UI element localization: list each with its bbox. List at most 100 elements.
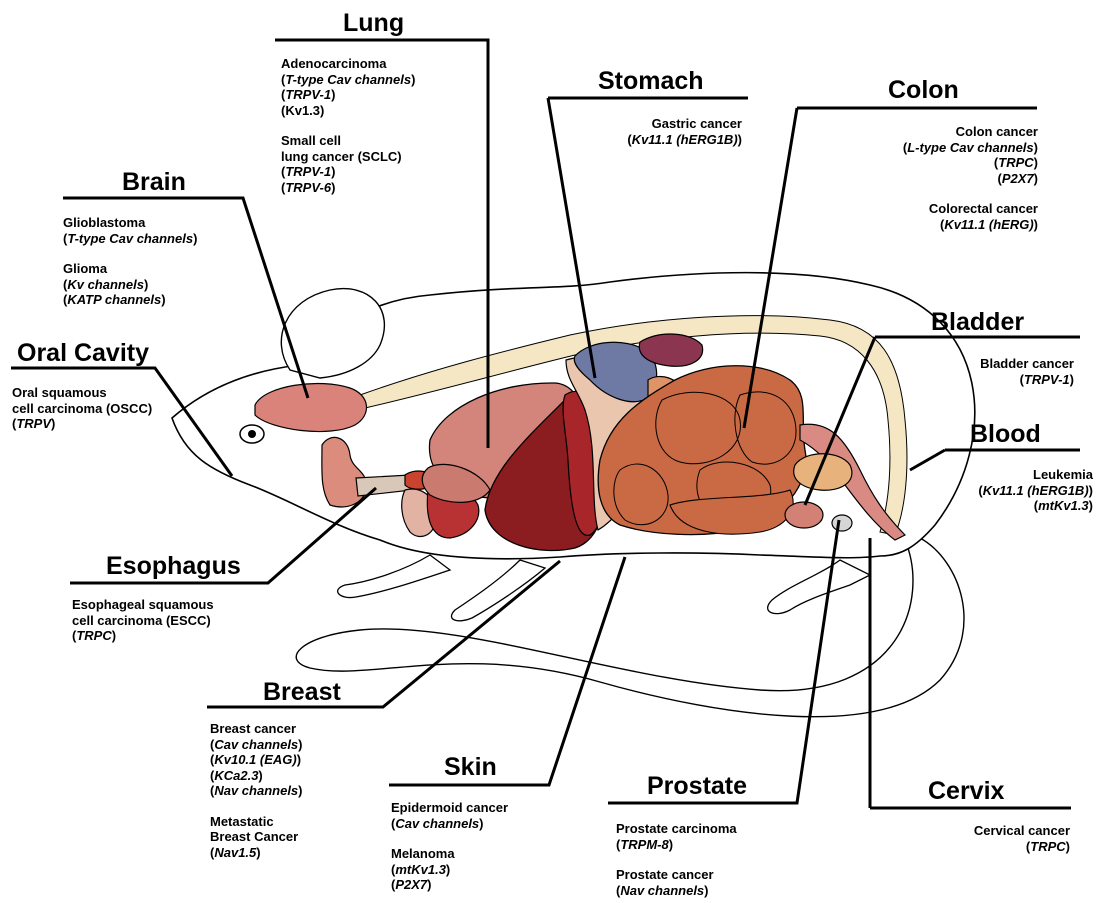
note-text: Breast cancer: [210, 721, 296, 736]
note-text: Adenocarcinoma: [281, 56, 386, 71]
note-line: Cervical cancer: [974, 823, 1070, 839]
skin-notes: Epidermoid cancer(Cav channels) Melanoma(…: [391, 800, 508, 893]
note-line: Bladder cancer: [980, 356, 1074, 372]
note-text: Glioma: [63, 261, 107, 276]
note-text: (Kv1.3): [281, 103, 324, 118]
note-text: Small cell: [281, 133, 341, 148]
note-block: MetastaticBreast Cancer(Nav1.5): [210, 814, 303, 861]
note-text: ): [1089, 498, 1093, 513]
note-block: Prostate cancer(Nav channels): [616, 867, 737, 898]
note-line: Prostate cancer: [616, 867, 737, 883]
note-line: (Kv10.1 (EAG)): [210, 752, 303, 768]
bladder-organ: [785, 502, 823, 528]
breast-title: Breast: [263, 678, 341, 706]
channel-name: Cav channels: [214, 737, 298, 752]
note-line: cell carcinoma (ESCC): [72, 613, 214, 629]
channel-name: TRPC: [1030, 839, 1065, 854]
note-block: Colorectal cancer(Kv11.1 (hERG)): [903, 201, 1038, 232]
note-block: Melanoma(mtKv1.3)(P2X7): [391, 846, 508, 893]
note-text: ): [1034, 140, 1038, 155]
note-text: ): [1070, 372, 1074, 387]
channel-name: T-type Cav channels: [67, 231, 193, 246]
channel-name: KATP channels: [67, 292, 161, 307]
note-text: cell carcinoma (OSCC): [12, 401, 152, 416]
channel-name: mtKv1.3: [1038, 498, 1089, 513]
note-line: (Kv11.1 (hERG1B)): [978, 483, 1093, 499]
note-line: cell carcinoma (OSCC): [12, 401, 152, 417]
note-line: (L-type Cav channels): [903, 140, 1038, 156]
bladder-notes: Bladder cancer(TRPV-1): [980, 356, 1074, 387]
note-line: (Kv channels): [63, 277, 197, 293]
esophagus-title: Esophagus: [106, 552, 241, 580]
note-text: ): [144, 277, 148, 292]
prostate-notes: Prostate carcinoma(TRPM-8) Prostate cance…: [616, 821, 737, 898]
brain-notes: Glioblastoma(T-type Cav channels)Glioma(…: [63, 215, 197, 308]
note-line: (TRPM-8): [616, 837, 737, 853]
note-line: (TRPC): [72, 628, 214, 644]
channel-name: TRPV: [16, 416, 51, 431]
prostate-title: Prostate: [647, 772, 747, 800]
note-block: Prostate carcinoma(TRPM-8): [616, 821, 737, 852]
note-block: Epidermoid cancer(Cav channels): [391, 800, 508, 831]
note-text: Colon cancer: [956, 124, 1038, 139]
note-text: Metastatic: [210, 814, 274, 829]
note-text: Leukemia: [1033, 467, 1093, 482]
note-text: Oral squamous: [12, 385, 107, 400]
channel-name: Nav channels: [620, 883, 704, 898]
blood-notes: Leukemia(Kv11.1 (hERG1B))(mtKv1.3): [978, 467, 1093, 514]
note-line: Glioma: [63, 261, 197, 277]
note-line: (Nav channels): [210, 783, 303, 799]
oral-cavity-title: Oral Cavity: [17, 339, 149, 367]
lung-notes: Adenocarcinoma(T-type Cav channels)(TRPV…: [281, 56, 415, 195]
cervix-title: Cervix: [928, 777, 1004, 805]
channel-name: P2X7: [1002, 171, 1034, 186]
channel-name: TRPV-1: [1024, 372, 1070, 387]
note-line: (Nav channels): [616, 883, 737, 899]
channel-name: Nav channels: [214, 783, 298, 798]
front-leg-outline: [338, 555, 450, 598]
note-text: ): [669, 837, 673, 852]
note-line: (Kv11.1 (hERG)): [903, 217, 1038, 233]
note-text: ): [1034, 171, 1038, 186]
note-text: ): [411, 72, 415, 87]
note-line: (TRPV-1): [980, 372, 1074, 388]
note-text: ): [297, 752, 301, 767]
lung-title: Lung: [343, 9, 404, 37]
note-line: (Kv1.3): [281, 103, 415, 119]
note-line: Colon cancer: [903, 124, 1038, 140]
channel-name: L-type Cav channels: [907, 140, 1033, 155]
note-line: Gastric cancer: [627, 116, 742, 132]
note-line: (T-type Cav channels): [63, 231, 197, 247]
note-text: ): [1034, 155, 1038, 170]
note-line: (TRPV): [12, 416, 152, 432]
note-line: (TRPV-1): [281, 87, 415, 103]
oral-cavity-notes: Oral squamouscell carcinoma (OSCC)(TRPV): [12, 385, 152, 432]
note-line: (TRPV-1): [281, 164, 415, 180]
channel-name: TRPV-1: [285, 87, 331, 102]
colon-title: Colon: [888, 76, 959, 104]
breast-notes: Breast cancer(Cav channels)(Kv10.1 (EAG)…: [210, 721, 303, 860]
note-text: ): [704, 883, 708, 898]
note-text: ): [298, 737, 302, 752]
channel-name: TRPM-8: [620, 837, 668, 852]
note-text: Prostate carcinoma: [616, 821, 737, 836]
note-block: Colon cancer(L-type Cav channels)(TRPC)(…: [903, 124, 1038, 186]
channel-name: Kv11.1 (hERG1B): [983, 483, 1089, 498]
prostate-callout: [608, 520, 839, 803]
note-block: Gastric cancer(Kv11.1 (hERG1B)): [627, 116, 742, 147]
note-line: Prostate carcinoma: [616, 821, 737, 837]
channel-name: Kv channels: [67, 277, 144, 292]
note-block: Glioblastoma(T-type Cav channels): [63, 215, 197, 246]
channel-name: KCa2.3: [214, 768, 258, 783]
note-text: ): [331, 180, 335, 195]
channel-name: Kv11.1 (hERG1B): [632, 132, 738, 147]
note-text: ): [331, 164, 335, 179]
brain-title: Brain: [122, 168, 186, 196]
bladder-title: Bladder: [931, 308, 1024, 336]
note-text: Prostate cancer: [616, 867, 714, 882]
note-line: (KCa2.3): [210, 768, 303, 784]
stomach-title: Stomach: [598, 67, 704, 95]
note-line: Leukemia: [978, 467, 1093, 483]
